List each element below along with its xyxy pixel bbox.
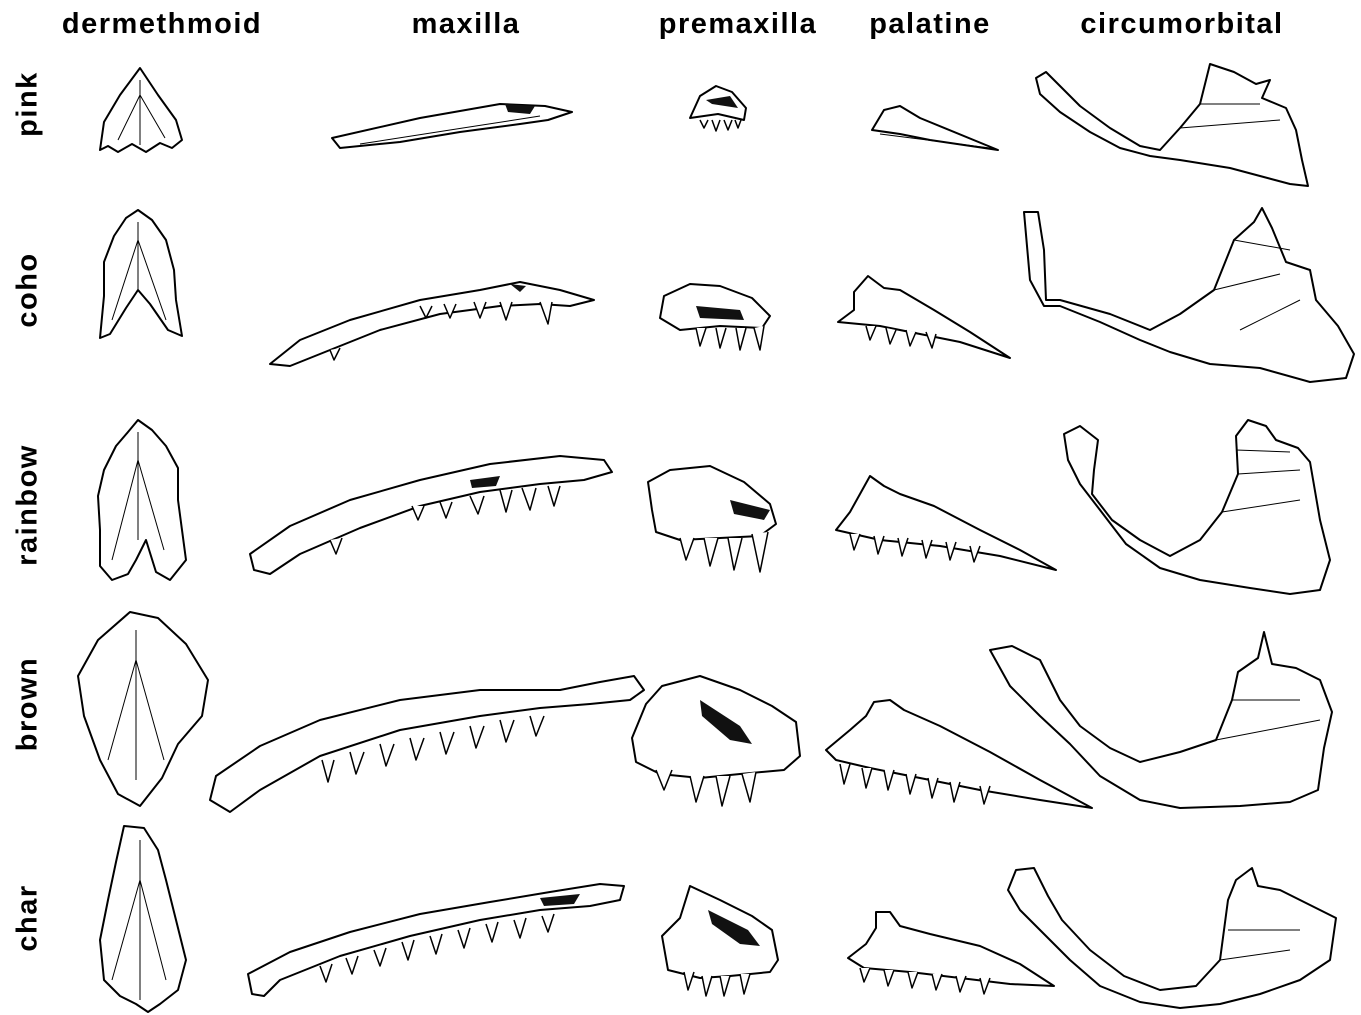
char-premaxilla bbox=[662, 886, 778, 996]
rainbow-premaxilla bbox=[648, 466, 776, 572]
pink-dermethmoid bbox=[100, 68, 182, 152]
rainbow-dermethmoid bbox=[98, 420, 186, 580]
pink-premaxilla bbox=[690, 86, 746, 131]
rainbow-palatine bbox=[836, 476, 1056, 570]
rainbow-maxilla bbox=[250, 456, 612, 574]
char-palatine bbox=[848, 912, 1054, 994]
coho-palatine bbox=[838, 276, 1010, 358]
coho-circumorbital bbox=[1024, 208, 1354, 382]
coho-dermethmoid bbox=[100, 210, 182, 338]
char-dermethmoid bbox=[100, 826, 186, 1012]
brown-premaxilla bbox=[632, 676, 800, 806]
rainbow-circumorbital bbox=[1064, 420, 1330, 594]
pink-palatine bbox=[872, 106, 998, 150]
pink-maxilla bbox=[332, 104, 572, 148]
brown-maxilla bbox=[210, 676, 644, 812]
pink-circumorbital bbox=[1036, 64, 1308, 186]
brown-dermethmoid bbox=[78, 612, 208, 806]
char-maxilla bbox=[248, 884, 624, 996]
char-circumorbital bbox=[1008, 868, 1336, 1008]
coho-maxilla bbox=[270, 282, 594, 366]
coho-premaxilla bbox=[660, 284, 770, 350]
